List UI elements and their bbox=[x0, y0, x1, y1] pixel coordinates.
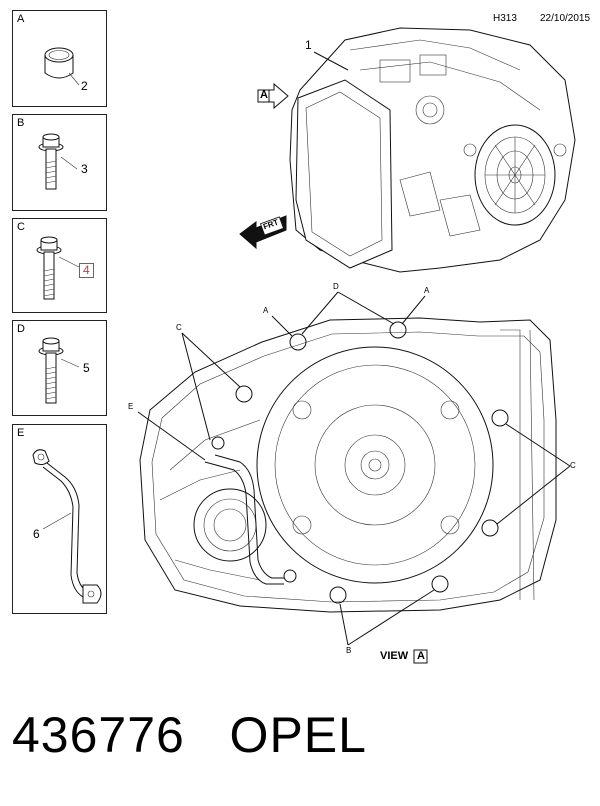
panel-letter: B bbox=[17, 117, 25, 129]
callout-4: 4 bbox=[79, 263, 94, 278]
panel-a: A 2 bbox=[12, 10, 107, 107]
label-d: D bbox=[333, 282, 339, 291]
view-letter: A bbox=[417, 650, 425, 662]
bolt-part-icon bbox=[38, 337, 80, 404]
transmission-bottom-view bbox=[137, 291, 571, 664]
panel-c: C 4 bbox=[12, 218, 107, 313]
panel-b: B 3 bbox=[12, 114, 107, 211]
footer-title: 436776 OPEL bbox=[12, 706, 367, 764]
cap-part-icon bbox=[44, 47, 80, 86]
label-b: B bbox=[346, 646, 352, 655]
callout-3: 3 bbox=[81, 162, 88, 176]
panel-letter: A bbox=[17, 13, 25, 25]
diagram-date: 22/10/2015 bbox=[540, 13, 591, 24]
diagram-code: H313 bbox=[493, 13, 517, 24]
part-number: 436776 bbox=[12, 707, 185, 763]
label-a-left: A bbox=[263, 306, 269, 315]
label-e: E bbox=[128, 402, 134, 411]
view-caption: VIEW bbox=[380, 650, 409, 662]
bracket-part-icon bbox=[32, 449, 102, 604]
callout-2: 2 bbox=[81, 79, 88, 93]
transmission-top-view bbox=[239, 27, 576, 273]
panel-letter: E bbox=[17, 427, 25, 439]
callout-5: 5 bbox=[83, 361, 90, 375]
panel-letter: C bbox=[17, 221, 25, 233]
label-c-left: C bbox=[176, 323, 182, 332]
label-c-right: C bbox=[570, 461, 576, 470]
callout-6: 6 bbox=[33, 527, 40, 541]
callout-1: 1 bbox=[305, 38, 312, 52]
panel-e: E 6 bbox=[12, 424, 107, 614]
panel-letter: D bbox=[17, 323, 25, 335]
label-a-right: A bbox=[424, 286, 430, 295]
arrow-a-label: A bbox=[260, 89, 268, 101]
brand-name: OPEL bbox=[229, 707, 367, 763]
bolt-part-icon bbox=[38, 133, 78, 190]
bolt-part-icon bbox=[36, 236, 80, 300]
panel-d: D 5 bbox=[12, 320, 107, 416]
